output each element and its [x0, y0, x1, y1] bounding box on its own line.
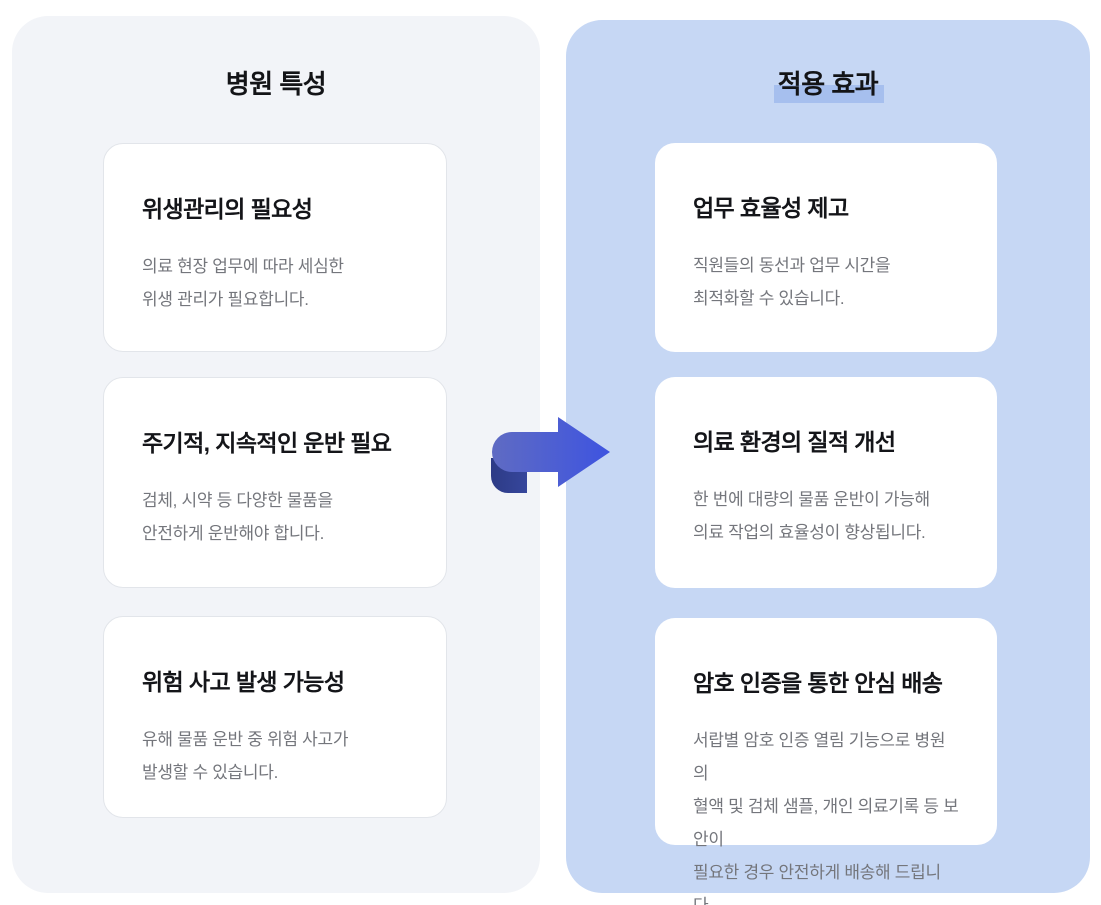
- card-secure-delivery: 암호 인증을 통한 안심 배송 서랍별 암호 인증 열림 기능으로 병원의 혈액…: [655, 618, 997, 905]
- right-panel-title-text: 적용 효과: [773, 65, 885, 103]
- card-body: 한 번에 대량의 물품 운반이 가능해 의료 작업의 효율성이 향상됩니다.: [693, 490, 930, 542]
- right-panel-title: 적용 효과: [566, 65, 1090, 103]
- ribbon-arrow-right-icon: [486, 408, 618, 500]
- card-title: 위생관리의 필요성: [142, 196, 313, 222]
- card-title: 위험 사고 발생 가능성: [142, 669, 345, 695]
- card-body: 의료 현장 업무에 따라 세심한 위생 관리가 필요합니다.: [142, 257, 344, 309]
- card-quality-improvement: 의료 환경의 질적 개선 한 번에 대량의 물품 운반이 가능해 의료 작업의 …: [655, 377, 997, 588]
- card-title: 암호 인증을 통한 안심 배송: [693, 670, 943, 696]
- card-title: 업무 효율성 제고: [693, 195, 849, 221]
- card-body: 검체, 시약 등 다양한 물품을 안전하게 운반해야 합니다.: [142, 491, 333, 543]
- card-hygiene-management: 위생관리의 필요성 의료 현장 업무에 따라 세심한 위생 관리가 필요합니다.: [103, 143, 447, 352]
- card-work-efficiency: 업무 효율성 제고 직원들의 동선과 업무 시간을 최적화할 수 있습니다.: [655, 143, 997, 352]
- card-body: 직원들의 동선과 업무 시간을 최적화할 수 있습니다.: [693, 256, 891, 308]
- card-periodic-transport: 주기적, 지속적인 운반 필요 검체, 시약 등 다양한 물품을 안전하게 운반…: [103, 377, 447, 588]
- card-title: 주기적, 지속적인 운반 필요: [142, 430, 392, 456]
- left-panel-title-text: 병원 특성: [225, 69, 327, 99]
- card-title: 의료 환경의 질적 개선: [693, 429, 896, 455]
- card-risk-accident: 위험 사고 발생 가능성 유해 물품 운반 중 위험 사고가 발생할 수 있습니…: [103, 616, 447, 818]
- left-panel-title: 병원 특성: [12, 65, 540, 103]
- card-body: 유해 물품 운반 중 위험 사고가 발생할 수 있습니다.: [142, 730, 349, 782]
- card-body: 서랍별 암호 인증 열림 기능으로 병원의 혈액 및 검체 샘플, 개인 의료기…: [693, 731, 959, 905]
